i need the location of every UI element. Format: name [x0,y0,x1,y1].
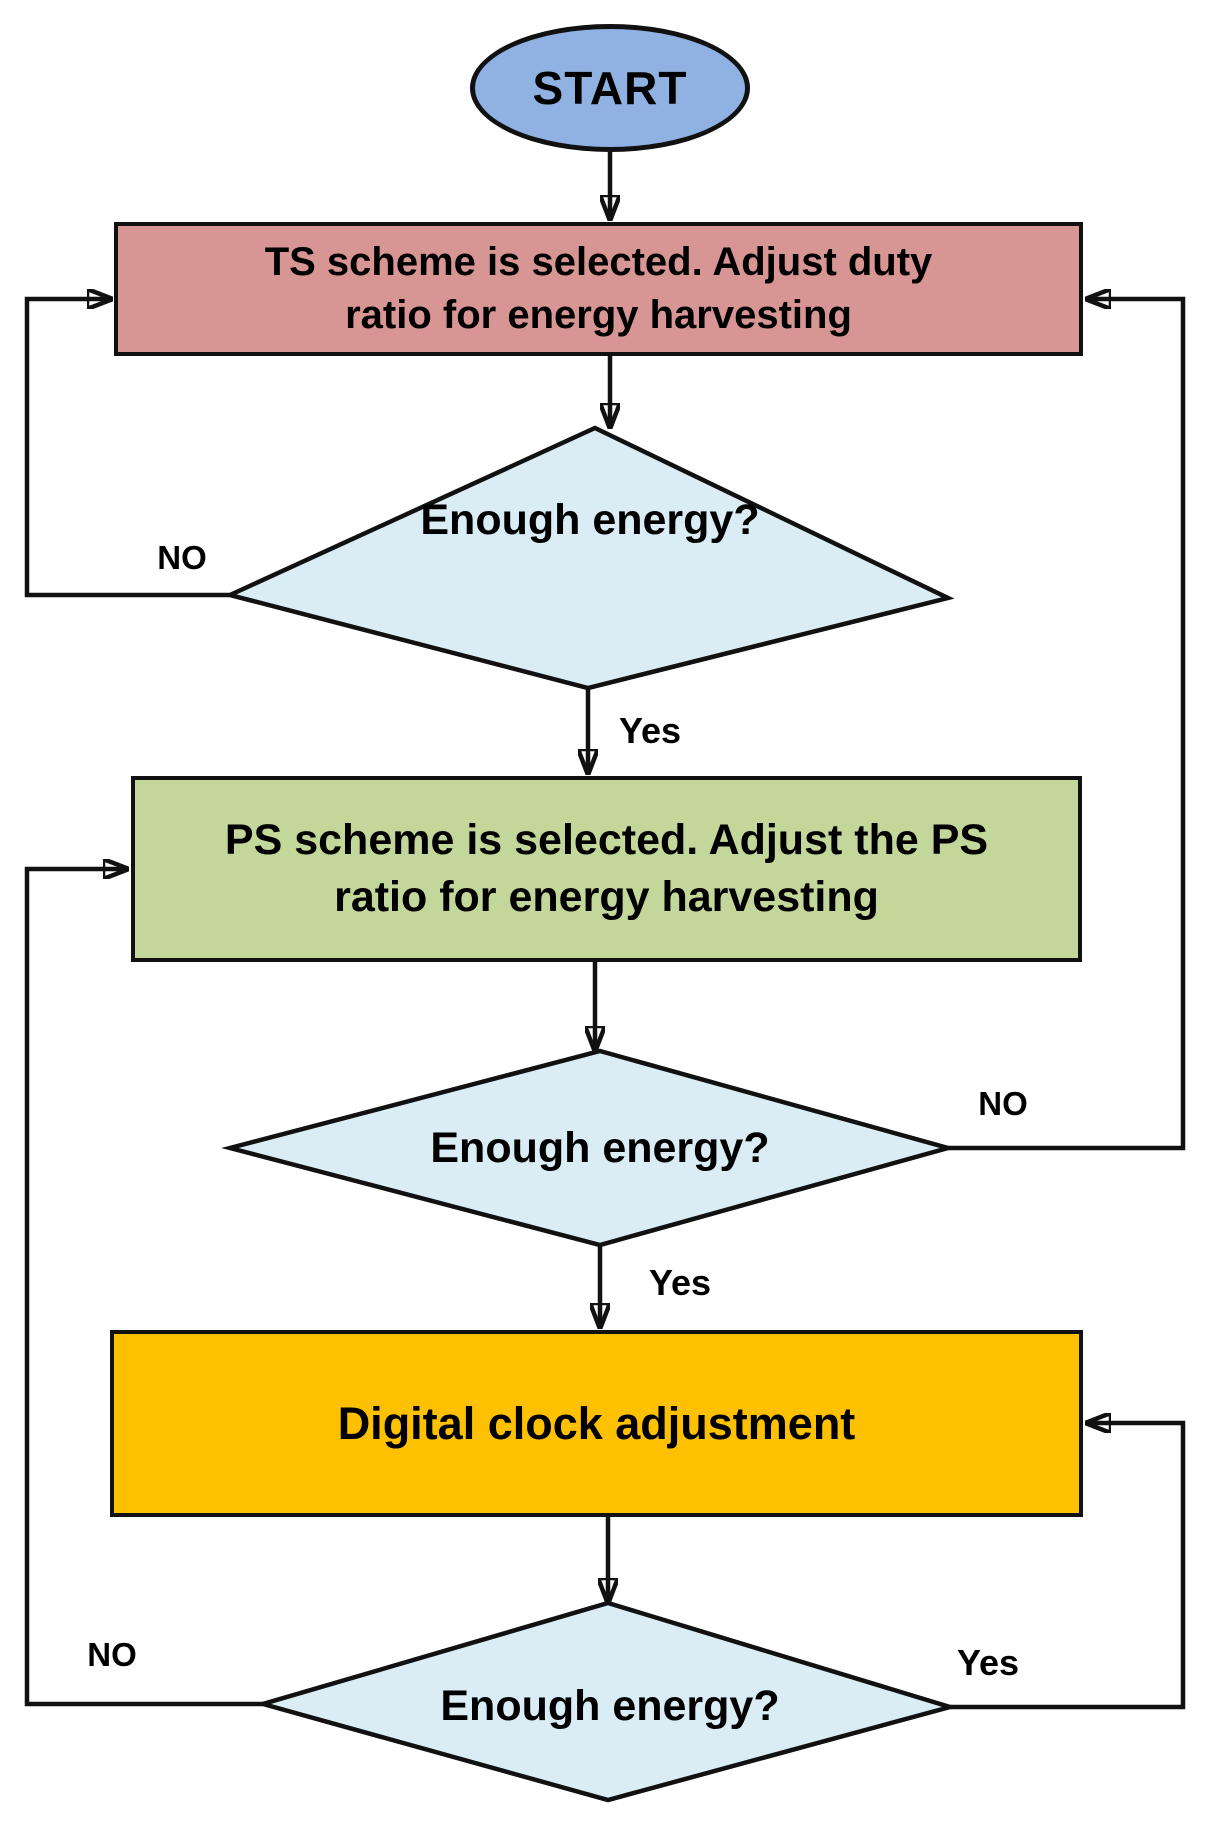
ts-process-line2: ratio for energy harvesting [345,293,852,337]
decision2-label: Enough energy? [430,1124,770,1172]
ts-process-line1: TS scheme is selected. Adjust duty [264,240,933,284]
clock-process-label: Digital clock adjustment [337,1397,856,1449]
ps-process-line1: PS scheme is selected. Adjust the PS [224,816,989,864]
start-label: START [532,62,688,114]
ps-process-box: PS scheme is selected. Adjust the PS rat… [131,776,1082,962]
decision2-no-label: NO [978,1085,1028,1122]
ps-process-line2: ratio for energy harvesting [334,873,879,921]
decision1-label: Enough energy? [420,496,760,544]
decision2-diamond [221,1048,957,1248]
clock-process-box: Digital clock adjustment [110,1330,1083,1517]
edge-decision3-yes-loop [950,1423,1186,1710]
decision3-diamond [254,1600,959,1803]
decision3-label: Enough energy? [440,1682,780,1730]
decision3-no-label: NO [87,1636,137,1673]
start-node: START [470,24,750,152]
ts-process-box: TS scheme is selected. Adjust duty ratio… [114,222,1083,356]
edge-decision3-no-loop [24,869,263,1707]
decision1-yes-label: Yes [618,710,682,751]
decision1-no-label: NO [157,539,207,576]
decision1-diamond [223,425,955,691]
edge-decision2-no-loop [948,299,1186,1151]
decision2-yes-label: Yes [648,1262,712,1303]
decision3-yes-label: Yes [956,1642,1020,1683]
edge-decision1-no-loop [24,299,233,598]
